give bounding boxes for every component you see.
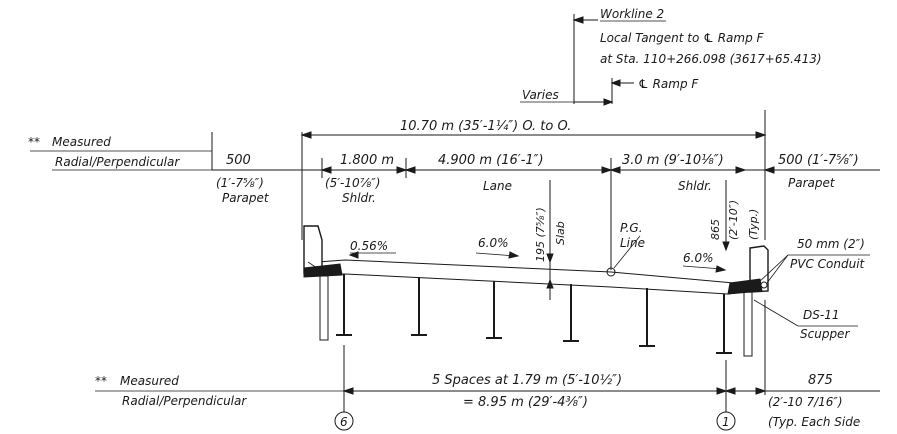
workline-tangent: Local Tangent to ℄ Ramp F	[600, 31, 765, 45]
depth-metric: 865	[709, 219, 722, 240]
overhang-metric: 875	[808, 373, 833, 388]
parapet-right-metric: 500 (1′-7⅝″)	[778, 153, 859, 168]
overhang-imperial: (2′-10 7/16″)	[768, 395, 843, 409]
bottom-dimensions: ** Measured Radial/Perpendicular 5 Space…	[95, 300, 880, 429]
pg-label-line2: Line	[620, 236, 645, 250]
workline-callout: Workline 2 Local Tangent to ℄ Ramp F at …	[520, 7, 822, 106]
parapet-right-label: Parapet	[788, 176, 836, 190]
slope-right: 6.0%	[683, 251, 714, 265]
overall-width: 10.70 m (35′-1¼″) O. to O.	[400, 119, 571, 134]
pg-label-line1: P.G.	[620, 221, 643, 235]
deck-section	[303, 225, 769, 357]
measured-bottom-prefix: **	[95, 374, 107, 388]
shoulder-right-metric: 3.0 m (9′-10⅛″)	[622, 153, 724, 168]
depth-imperial: (2′-10″)	[727, 200, 740, 240]
overhang-typ: (Typ. Each Side	[768, 415, 860, 429]
overall-dimension: 10.70 m (35′-1¼″) O. to O.	[211, 119, 767, 240]
slab-dimension: 195 (7⅝″) Slab	[534, 180, 567, 300]
measured-top-line2: Radial/Perpendicular	[55, 155, 180, 169]
conduit-line2: PVC Conduit	[790, 257, 866, 271]
parapet-left	[303, 225, 323, 274]
component-dimensions: 500 (1′-7⅝″) Parapet 1.800 m (5′-10⅞″) S…	[212, 110, 880, 270]
pvc-conduit-2	[760, 281, 768, 289]
lane-label: Lane	[483, 179, 512, 193]
shoulder-right-label: Shldr.	[678, 179, 712, 193]
gridline-bubble-1	[716, 411, 736, 431]
pg-point	[606, 267, 616, 277]
gridline-markers: 6 1	[334, 411, 736, 431]
spacing-line1: 5 Spaces at 1.79 m (5′-10½″)	[432, 373, 622, 388]
shoulder-left-metric: 1.800 m	[340, 153, 394, 168]
callouts: P.G. Line 50 mm (2″) PVC Conduit DS-11 S…	[613, 221, 870, 341]
slope-middle: 6.0%	[478, 236, 509, 250]
parapet-left-label: Parapet	[222, 191, 270, 205]
conduit-line1: 50 mm (2″)	[797, 237, 865, 251]
lane-metric: 4.900 m (16′-1″)	[438, 153, 544, 168]
slope-left: 0.56%	[350, 239, 388, 253]
scupper	[743, 291, 753, 357]
gridline-label-1: 1	[722, 415, 730, 429]
shoulder-left-imperial: (5′-10⅞″)	[325, 176, 380, 190]
scupper-line2: Scupper	[800, 327, 850, 341]
slab-thickness: 195 (7⅝″)	[534, 207, 547, 262]
measured-top-line1: Measured	[52, 135, 111, 149]
measured-bottom-line2: Radial/Perpendicular	[122, 394, 247, 408]
slope-labels: 0.56% 6.0% 6.0%	[348, 236, 727, 273]
slab-label: Slab	[554, 221, 567, 245]
depth-typ: (Typ.)	[747, 209, 760, 240]
gridline-bubble-6	[334, 411, 354, 431]
workline-station: at Sta. 110+266.098 (3617+65.413)	[600, 52, 822, 66]
girders	[336, 274, 732, 354]
scupper-line1: DS-11	[803, 308, 839, 322]
workline-title: Workline 2	[600, 7, 664, 21]
ramp-centerline-label: ℄ Ramp F	[638, 77, 699, 91]
measured-bottom-line1: Measured	[120, 374, 179, 388]
spacing-line2: = 8.95 m (29′-4⅜″)	[463, 395, 588, 410]
varies-label: Varies	[522, 88, 559, 102]
gridline-label-6: 6	[340, 415, 348, 429]
parapet-left-metric: 500	[226, 153, 251, 168]
measured-note-top: ** Measured Radial/Perpendicular	[28, 135, 212, 171]
parapet-left-imperial: (1′-7⅝″)	[216, 176, 264, 190]
pvc-conduit	[752, 281, 760, 289]
measured-top-prefix: **	[28, 135, 40, 149]
depth-dimension: 865 (2′-10″) (Typ.)	[709, 180, 760, 252]
shoulder-left-label: Shldr.	[342, 191, 376, 205]
